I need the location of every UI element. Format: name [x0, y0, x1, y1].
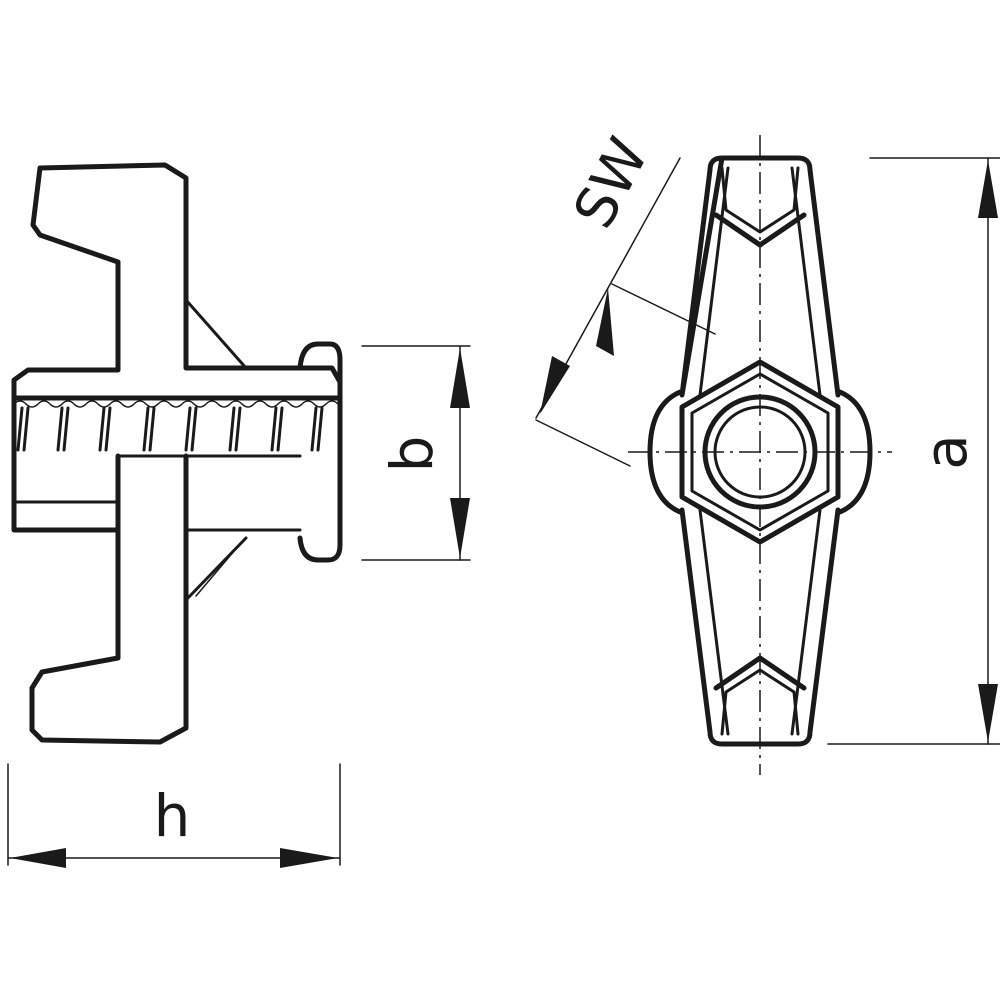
dimension-b-label: b	[378, 436, 446, 473]
wing-inner-left-upper	[698, 166, 730, 397]
dimension-a: a	[827, 157, 1000, 745]
bore-outline	[11, 395, 121, 533]
lower-wing-slope-inner	[195, 543, 241, 597]
top-chevron-inner	[720, 166, 800, 234]
wing-inner-right-lower	[790, 508, 822, 736]
flange-collar	[297, 341, 343, 563]
bottom-chevron-inner	[720, 668, 800, 736]
wing-body-outline	[679, 155, 841, 747]
dimension-sw: SW	[535, 128, 716, 467]
wing-inner-right-upper	[790, 166, 822, 397]
side-view	[11, 162, 343, 745]
hex-outer	[679, 359, 841, 545]
lower-wing	[29, 453, 189, 745]
front-view	[628, 135, 892, 775]
dimension-b: b	[361, 345, 471, 561]
bore-inner-circle	[713, 405, 807, 499]
bottom-chevron-outer	[713, 655, 807, 691]
hub-left-bulge	[647, 389, 683, 515]
hub-right-bulge	[837, 389, 873, 515]
dimension-a-label: a	[912, 434, 980, 470]
hex-inner	[690, 372, 830, 532]
top-chevron-outer	[713, 212, 807, 248]
upper-wing-section	[11, 162, 343, 401]
thread-teeth	[14, 400, 339, 452]
dimension-h: h	[7, 763, 341, 868]
wing-inner-left-lower	[698, 508, 730, 736]
upper-wing-slope	[184, 298, 248, 370]
dimension-sw-label: SW	[562, 128, 662, 239]
dimension-h-label: h	[154, 782, 191, 850]
bore-outer-circle	[702, 394, 818, 510]
